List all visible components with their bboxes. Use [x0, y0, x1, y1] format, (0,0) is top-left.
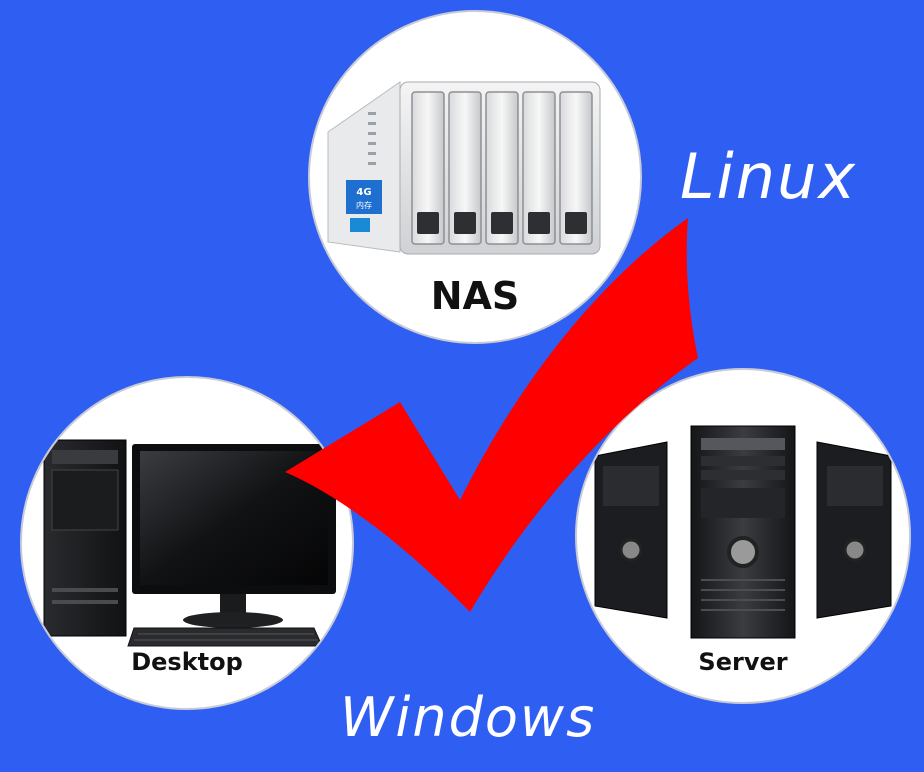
tower-server-icon: [594, 425, 892, 639]
desktop-computer-icon: [43, 439, 336, 647]
desktop-circle: Desktop: [20, 376, 354, 710]
nas-circle: 4G 内存 NAS: [308, 10, 642, 344]
nas-label: NAS: [430, 274, 520, 318]
desktop-label: Desktop: [131, 648, 243, 676]
windows-label: Windows: [340, 686, 597, 749]
linux-label: Linux: [680, 140, 858, 213]
svg-text:4G: 4G: [356, 187, 371, 198]
server-label: Server: [698, 648, 788, 676]
svg-text:内存: 内存: [356, 200, 372, 210]
server-circle: Server: [575, 368, 911, 704]
nas-device-icon: 4G 内存: [327, 81, 601, 255]
